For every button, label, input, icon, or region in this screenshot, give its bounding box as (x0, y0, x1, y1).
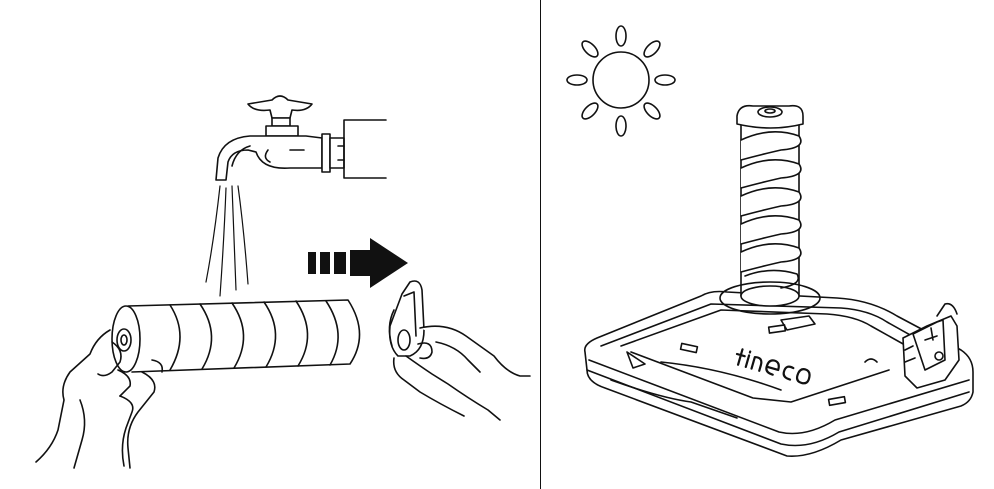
base-station (583, 290, 974, 457)
hands-holding-roller (35, 329, 164, 469)
water-stream (205, 185, 249, 297)
panel-divider (540, 0, 541, 489)
roller-brush (111, 299, 361, 373)
roller-end-cap (388, 280, 425, 357)
sun-icon (566, 25, 676, 137)
tineco-brand-logo (735, 348, 811, 385)
water-tap-icon (215, 95, 387, 181)
direction-arrow-icon (308, 238, 408, 288)
base-cap-holder (902, 302, 960, 389)
wash-roller-panel (35, 95, 531, 469)
hand-holding-cap (392, 325, 531, 421)
dry-roller-panel (541, 0, 994, 489)
roller-brush-upright (719, 104, 821, 315)
